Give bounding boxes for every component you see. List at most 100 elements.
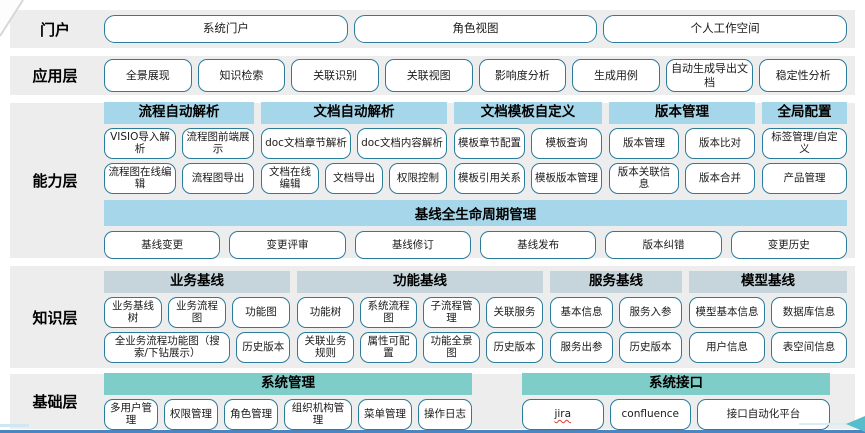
item-button[interactable]: 变更评审	[229, 230, 346, 259]
item-button[interactable]: 版本合并	[685, 162, 755, 194]
item-button[interactable]: 子流程管理	[423, 296, 480, 328]
item-button[interactable]: jira	[522, 398, 604, 430]
group-header: 服务基线	[550, 271, 682, 293]
group-header: 文档自动解析	[261, 102, 447, 124]
item-button[interactable]: 标签管理/自定义	[762, 127, 847, 159]
button-row: 模型基本信息数据库信息	[689, 296, 847, 328]
layer-content: 系统门户角色视图个人工作空间	[100, 10, 855, 48]
item-button[interactable]: 组织机构管理	[284, 398, 352, 430]
item-button[interactable]: 数据库信息	[771, 296, 847, 328]
item-button[interactable]: 产品管理	[762, 162, 847, 194]
item-button[interactable]: 模板引用关系	[454, 162, 525, 194]
item-button[interactable]: 系统流程图	[360, 296, 417, 328]
item-button[interactable]: 表空间信息	[771, 331, 847, 364]
item-button[interactable]: 属性可配置	[360, 331, 417, 364]
item-button[interactable]: 关联业务规则	[297, 331, 354, 364]
item-button[interactable]: 版本关联信息	[609, 162, 679, 194]
item-button[interactable]: 业务基线树	[104, 296, 162, 328]
item-button[interactable]: 基本信息	[550, 296, 613, 328]
item-button[interactable]: VISIO导入解析	[104, 127, 176, 159]
item-button[interactable]: 关联视图	[384, 59, 473, 92]
group-header: 功能基线	[297, 271, 543, 293]
item-button[interactable]: 版本管理	[609, 127, 679, 159]
item-button[interactable]: doc文档章节解析	[261, 127, 351, 159]
item-button[interactable]: 版本纠错	[605, 230, 722, 259]
item-button[interactable]: 全业务流程功能图（搜索/下钻展示）	[104, 331, 231, 364]
group-header: 系统接口	[522, 373, 830, 395]
layer-label: 门户	[39, 20, 70, 39]
item-button[interactable]: 个人工作空间	[603, 15, 848, 43]
item-button[interactable]: 变更历史	[730, 230, 847, 259]
item-button[interactable]: 历史版本	[486, 331, 543, 364]
item-button[interactable]: 历史版本	[619, 331, 682, 364]
item-button[interactable]: 基线发布	[479, 230, 597, 259]
item-button[interactable]: 多用户管理	[104, 398, 159, 430]
item-button[interactable]: 知识检索	[197, 59, 286, 92]
button-row: 全景展现知识检索关联识别关联视图影响度分析生成用例自动生成导出文档稳定性分析	[104, 59, 847, 92]
button-row: 文档在线编辑文档导出权限控制	[261, 162, 447, 194]
item-button[interactable]: 操作日志	[417, 398, 472, 430]
item-button[interactable]: doc文档内容解析	[357, 127, 447, 159]
button-row: 流程图在线编辑流程图导出	[104, 162, 254, 194]
item-button[interactable]: 功能全景图	[423, 331, 480, 364]
group-header: 流程自动解析	[104, 102, 254, 124]
page-corner-fold	[0, 0, 24, 37]
baseline-header: 基线全生命周期管理	[104, 199, 847, 226]
item-button[interactable]: 业务流程图	[168, 296, 226, 328]
item-button[interactable]: 历史版本	[236, 331, 290, 364]
item-button[interactable]: 流程图在线编辑	[104, 162, 176, 194]
button-row: 标签管理/自定义	[762, 127, 847, 159]
item-button[interactable]: 模板章节配置	[454, 127, 525, 159]
item-button[interactable]: 模板版本管理	[531, 162, 602, 194]
arrow-head	[846, 416, 865, 432]
button-row: 模板章节配置模板查询	[454, 127, 602, 159]
group-3: 模型基线模型基本信息数据库信息用户信息表空间信息	[689, 271, 847, 364]
item-button[interactable]: 文档在线编辑	[261, 162, 319, 194]
item-button[interactable]: 关联服务	[486, 296, 543, 328]
group-2: 文档模板自定义模板章节配置模板查询模板引用关系模板版本管理	[454, 102, 602, 194]
item-button[interactable]: 生成用例	[572, 59, 660, 92]
item-button[interactable]: 菜单管理	[357, 398, 412, 430]
layer-label: 应用层	[32, 67, 78, 85]
layer-content: 全景展现知识检索关联识别关联视图影响度分析生成用例自动生成导出文档稳定性分析	[100, 56, 855, 95]
group-header: 模型基线	[689, 271, 847, 293]
item-button[interactable]: 角色视图	[353, 15, 598, 43]
item-button[interactable]: 版本比对	[685, 127, 755, 159]
item-button[interactable]: 基线修订	[354, 230, 471, 259]
item-button[interactable]: 权限控制	[389, 162, 447, 194]
item-button[interactable]: 服务出参	[550, 331, 613, 364]
group-0: 业务基线业务基线树业务流程图功能图全业务流程功能图（搜索/下钻展示）历史版本	[104, 271, 290, 364]
button-row: 版本管理版本比对	[609, 127, 755, 159]
item-button[interactable]: 自动生成导出文档	[665, 59, 754, 92]
item-button[interactable]: confluence	[609, 398, 692, 430]
item-button[interactable]: 关联识别	[291, 59, 379, 92]
item-button[interactable]: 模型基本信息	[689, 296, 765, 328]
baseline-button-row: 基线变更变更评审基线修订基线发布版本纠错变更历史	[104, 230, 847, 259]
item-button[interactable]: 全景展现	[104, 59, 192, 92]
item-button[interactable]: 功能图	[232, 296, 290, 328]
item-button[interactable]: 角色管理	[224, 398, 279, 430]
item-button[interactable]: 模板查询	[531, 127, 602, 159]
item-button[interactable]: 流程图前端展示	[182, 127, 254, 159]
item-button[interactable]: 影响度分析	[478, 59, 567, 92]
button-row: 系统门户角色视图个人工作空间	[104, 15, 848, 43]
bottom-left-edge-line	[0, 424, 29, 427]
item-button[interactable]: 流程图导出	[182, 162, 254, 194]
item-button[interactable]: 系统门户	[104, 15, 348, 43]
item-button[interactable]: 稳定性分析	[759, 59, 847, 92]
button-row: 多用户管理权限管理角色管理组织机构管理菜单管理操作日志	[104, 398, 472, 430]
group-header: 版本管理	[609, 102, 755, 124]
item-button[interactable]: 文档导出	[325, 162, 383, 194]
group-1: 功能基线功能树系统流程图子流程管理关联服务关联业务规则属性可配置功能全景图历史版…	[297, 271, 543, 364]
item-button[interactable]: 用户信息	[689, 331, 765, 364]
item-button[interactable]: 权限管理	[164, 398, 219, 430]
item-button[interactable]: 功能树	[297, 296, 354, 328]
item-button[interactable]: 服务入参	[619, 296, 682, 328]
item-button[interactable]: 基线变更	[104, 230, 221, 259]
layer-label: 基础层	[32, 393, 78, 411]
